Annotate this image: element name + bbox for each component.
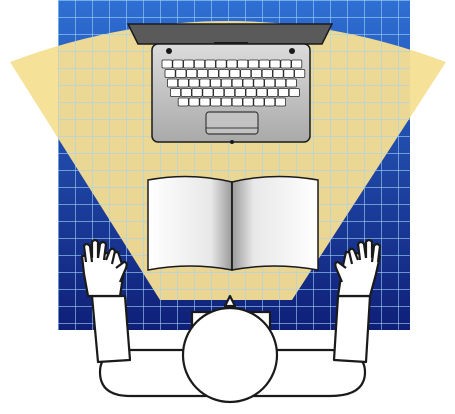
- key: [284, 70, 294, 78]
- key: [230, 70, 240, 78]
- laptop: [128, 24, 332, 144]
- key: [235, 89, 245, 97]
- key: [189, 79, 199, 87]
- key: [232, 79, 242, 87]
- key: [270, 60, 280, 68]
- key: [251, 70, 261, 78]
- key: [254, 98, 264, 106]
- key: [243, 98, 253, 106]
- key: [221, 79, 231, 87]
- key: [224, 89, 234, 97]
- key: [170, 89, 180, 97]
- key: [262, 70, 272, 78]
- key: [254, 79, 264, 87]
- key: [189, 98, 199, 106]
- key: [203, 89, 213, 97]
- key: [292, 60, 302, 68]
- key: [165, 70, 175, 78]
- key: [211, 98, 221, 106]
- key: [219, 70, 229, 78]
- key: [221, 98, 231, 106]
- key: [187, 70, 197, 78]
- key: [295, 70, 305, 78]
- key: [162, 60, 172, 68]
- key: [243, 79, 253, 87]
- key: [211, 79, 221, 87]
- key: [200, 79, 210, 87]
- key: [289, 89, 299, 97]
- key: [265, 98, 275, 106]
- key: [205, 60, 215, 68]
- key: [176, 70, 186, 78]
- key: [178, 79, 188, 87]
- key: [178, 98, 188, 106]
- keyboard-icon: [162, 60, 305, 106]
- key: [167, 79, 177, 87]
- key: [278, 89, 288, 97]
- key: [273, 70, 283, 78]
- open-book: [148, 176, 318, 270]
- key: [232, 98, 242, 106]
- key: [275, 98, 285, 106]
- right-arm: [334, 296, 370, 362]
- key: [197, 70, 207, 78]
- key: [214, 89, 224, 97]
- key: [192, 89, 202, 97]
- key: [281, 60, 291, 68]
- key: [200, 98, 210, 106]
- key: [181, 89, 191, 97]
- key: [246, 89, 256, 97]
- key: [257, 89, 267, 97]
- key: [208, 70, 218, 78]
- key: [216, 60, 226, 68]
- key: [286, 79, 296, 87]
- key: [275, 79, 285, 87]
- key: [238, 60, 248, 68]
- key: [259, 60, 269, 68]
- left-arm: [92, 296, 130, 362]
- key: [194, 60, 204, 68]
- trackpad-icon: [206, 112, 258, 134]
- key: [268, 89, 278, 97]
- key: [241, 70, 251, 78]
- key: [227, 60, 237, 68]
- key: [248, 60, 258, 68]
- head: [183, 308, 277, 402]
- key: [265, 79, 275, 87]
- key: [173, 60, 183, 68]
- key: [184, 60, 194, 68]
